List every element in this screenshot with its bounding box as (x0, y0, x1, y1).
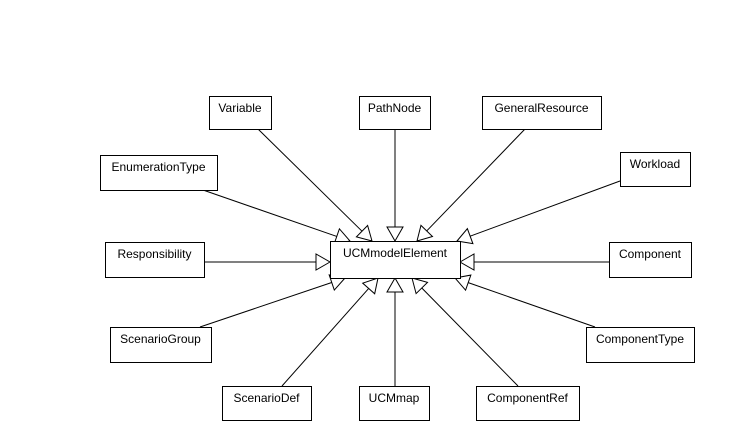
inheritance-arrowhead-icon (315, 253, 332, 271)
inheritance-arrowhead-icon (361, 277, 379, 295)
nodes-layer: Variable PathNode GeneralResourceEnumerati… (100, 96, 695, 421)
class-name-label: PathNode (368, 101, 422, 115)
class-box-border (359, 386, 430, 421)
class-box-general-resource[interactable]: GeneralResource (482, 96, 602, 130)
edges-layer (199, 128, 621, 387)
edge-line (468, 282, 596, 328)
class-box-workload[interactable]: Workload (620, 152, 691, 187)
class-box-responsibility[interactable]: Responsibility (105, 242, 205, 278)
inheritance-arrowhead-icon (386, 276, 404, 293)
class-box-component-type[interactable]: ComponentType (586, 327, 695, 363)
edge-line (281, 288, 370, 387)
class-box-border (330, 241, 461, 279)
class-name-label: ScenarioGroup (120, 332, 201, 346)
class-box-border (222, 386, 312, 421)
edge-line (426, 128, 526, 232)
edge-line (257, 128, 363, 232)
inheritance-arrowhead-icon (355, 224, 373, 242)
class-box-component-ref[interactable]: ComponentRef (476, 386, 580, 421)
edge-line (421, 287, 519, 387)
edge-component-to-ucm-model-element (458, 253, 609, 271)
class-box-border (476, 386, 580, 421)
class-name-label: ScenarioDef (233, 391, 300, 405)
class-name-label: Workload (630, 157, 680, 171)
edge-path-node-to-ucm-model-element (386, 129, 404, 243)
class-name-label: Component (619, 247, 682, 261)
class-box-border (105, 242, 205, 278)
class-name-label: Responsibility (117, 247, 191, 261)
edge-enumeration-type-to-ucm-model-element (202, 189, 351, 245)
class-box-path-node[interactable]: PathNode (359, 96, 431, 130)
class-box-component[interactable]: Component (609, 242, 692, 278)
class-name-label: Variable (218, 101, 261, 115)
class-box-border (620, 152, 691, 187)
edge-general-resource-to-ucm-model-element (416, 128, 526, 242)
edge-line (199, 282, 332, 328)
inheritance-arrowhead-icon (386, 226, 404, 243)
class-name-label: EnumerationType (111, 160, 205, 174)
edge-line (469, 180, 621, 237)
class-box-border (209, 96, 272, 130)
edge-line (202, 189, 337, 237)
class-name-label: GeneralResource (494, 101, 588, 115)
class-box-border (482, 96, 602, 130)
class-box-ucm-map[interactable]: UCMmap (359, 386, 430, 421)
edge-workload-to-ucm-model-element (456, 180, 621, 245)
edge-ucm-map-to-ucm-model-element (386, 276, 404, 386)
inheritance-arrowhead-icon (458, 253, 475, 271)
class-box-scenario-def[interactable]: ScenarioDef (222, 386, 312, 421)
class-box-scenario-group[interactable]: ScenarioGroup (110, 327, 212, 363)
inheritance-arrowhead-icon (456, 227, 474, 245)
class-box-variable[interactable]: Variable (209, 96, 272, 130)
class-name-label: UCMmap (369, 391, 420, 405)
class-box-border (359, 96, 431, 130)
class-box-ucm-model-element[interactable]: UCMmodelElement (330, 241, 461, 279)
class-name-label: ComponentRef (487, 391, 568, 405)
class-name-label: ComponentType (596, 332, 684, 346)
edge-component-ref-to-ucm-model-element (411, 277, 519, 387)
class-name-label: UCMmodelElement (343, 246, 448, 260)
class-box-border (609, 242, 692, 278)
edge-responsibility-to-ucm-model-element (204, 253, 332, 271)
inheritance-arrowhead-icon (411, 277, 429, 295)
class-box-border (586, 327, 695, 363)
class-box-border (110, 327, 212, 363)
class-box-enumeration-type[interactable]: EnumerationType (100, 155, 218, 191)
edge-variable-to-ucm-model-element (257, 128, 373, 242)
class-box-border (100, 155, 218, 191)
edge-scenario-def-to-ucm-model-element (281, 277, 379, 387)
inheritance-arrowhead-icon (416, 224, 434, 242)
